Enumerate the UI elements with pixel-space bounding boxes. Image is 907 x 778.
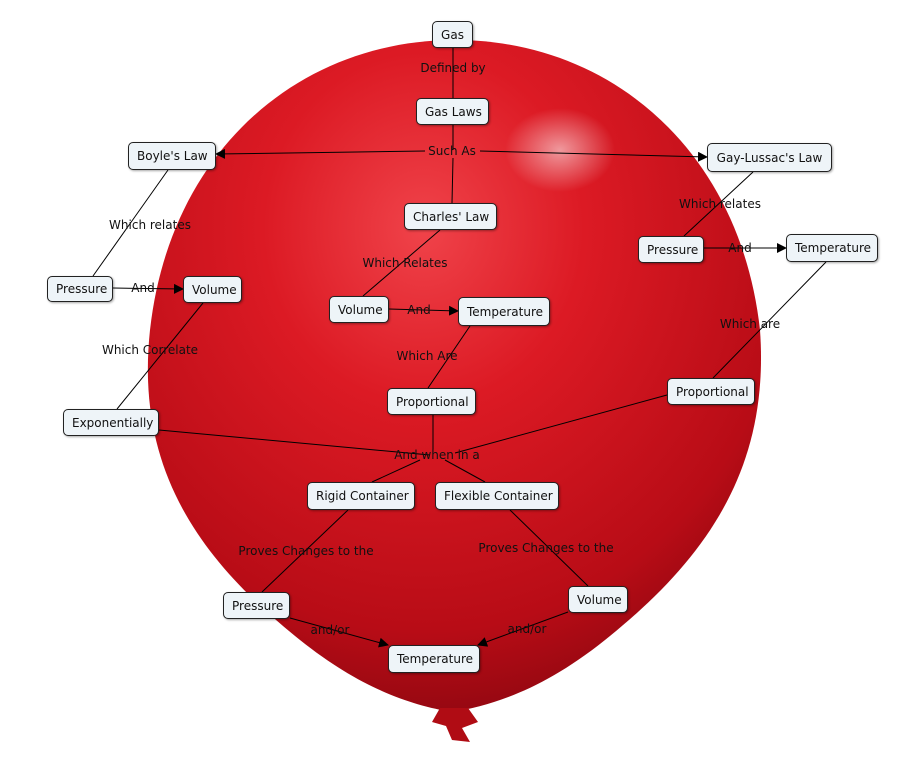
line-charles-volume: [362, 229, 441, 297]
line-pressure-andor-temp: [289, 617, 389, 648]
line-gayprop-whenin: [454, 394, 668, 454]
balloon-illustration: [147, 40, 762, 742]
concept-rigid-container[interactable]: Rigid Container: [307, 482, 415, 510]
line-rigid-pressure: [261, 509, 349, 593]
link-label-charles-and: And: [407, 303, 431, 317]
line-flexible-volume: [509, 509, 589, 587]
link-label-boyle-which-relates: Which relates: [109, 218, 191, 232]
concept-flexible-container[interactable]: Flexible Container: [435, 482, 559, 510]
line-suchas-boyle: [215, 148, 426, 159]
link-label-and-when-in-a: And when in a: [394, 448, 480, 462]
concept-charles-volume[interactable]: Volume: [329, 296, 389, 323]
balloon-highlight: [505, 108, 615, 192]
line-exponentially-whenin: [158, 429, 431, 456]
line-charlestemp-proportional: [427, 325, 471, 389]
concept-flexible-volume[interactable]: Volume: [568, 586, 628, 613]
line-volume-exponentially: [116, 302, 204, 410]
concept-charles-law[interactable]: Charles' Law: [404, 203, 497, 230]
link-label-boyle-and: And: [131, 281, 155, 295]
concept-charles-temperature[interactable]: Temperature: [458, 297, 550, 326]
link-label-flexible-proves: Proves Changes to the: [478, 541, 614, 555]
line-boyle-and-volume: [112, 283, 184, 294]
concept-gas[interactable]: Gas: [432, 21, 473, 48]
concept-gay-pressure[interactable]: Pressure: [638, 236, 704, 263]
concept-gas-laws[interactable]: Gas Laws: [416, 98, 489, 125]
concept-boyle-volume[interactable]: Volume: [183, 276, 242, 303]
concept-proportional-charles[interactable]: Proportional: [387, 388, 476, 415]
link-label-such-as: Such As: [428, 144, 476, 158]
link-label-charles-which-relates: Which Relates: [362, 256, 448, 270]
link-label-charles-which-are: Which Are: [396, 349, 458, 363]
line-boyle-pressure: [92, 169, 169, 277]
concept-exponentially[interactable]: Exponentially: [63, 409, 159, 436]
concept-boyle-pressure[interactable]: Pressure: [47, 276, 113, 302]
link-label-defined-by: Defined by: [420, 61, 486, 75]
link-label-gay-which-are: Which are: [719, 317, 781, 331]
concept-gay-temperature[interactable]: Temperature: [786, 234, 878, 262]
line-suchas-gay: [479, 150, 708, 162]
concept-rigid-pressure[interactable]: Pressure: [223, 592, 290, 619]
link-label-rigid-and-or: and/or: [310, 623, 350, 637]
link-label-flexible-and-or: and/or: [507, 622, 547, 636]
concept-result-temperature[interactable]: Temperature: [388, 645, 480, 673]
link-label-gay-and: And: [728, 241, 752, 255]
balloon-knot: [432, 708, 478, 742]
concept-gay-lussacs-law[interactable]: Gay-Lussac's Law: [707, 143, 832, 172]
line-suchas-charles: [451, 157, 454, 204]
concept-proportional-gay[interactable]: Proportional: [667, 378, 755, 405]
link-label-gay-which-relates: Which relates: [679, 197, 761, 211]
line-whenin-rigid: [371, 459, 421, 483]
line-gay-pressure: [683, 171, 754, 237]
link-label-rigid-proves: Proves Changes to the: [238, 544, 374, 558]
concept-boyles-law[interactable]: Boyle's Law: [128, 142, 216, 170]
link-lines: [92, 47, 827, 648]
line-gaytemp-proportional: [712, 261, 827, 379]
link-label-which-correlate: Which Correlate: [101, 343, 199, 357]
line-volume-andor-temp: [477, 611, 569, 647]
line-charles-and-temperature: [388, 305, 459, 316]
balloon-body: [147, 40, 762, 712]
line-whenin-flexible: [444, 459, 486, 483]
